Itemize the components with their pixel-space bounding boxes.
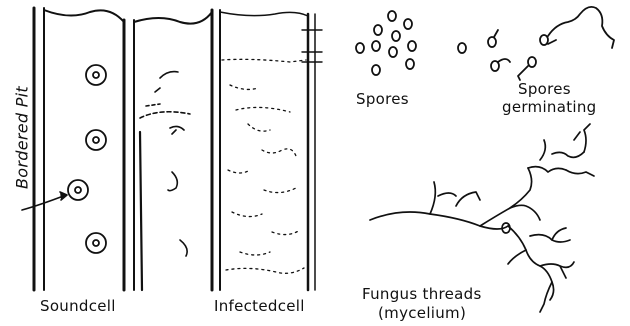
bordered-pits [68,65,106,253]
infected-cell-tick-marks [302,30,322,62]
spores-germinating-label-line2: germinating [502,98,597,116]
bordered-pit [86,65,106,85]
spore [392,31,400,41]
infected-cell-label: Infectedcell [214,297,305,315]
spore [374,25,382,35]
spore [406,59,414,69]
fungus-mycelium [370,124,594,312]
spore [356,43,364,53]
middle-cell-marks [140,72,190,290]
spore [388,11,396,21]
bordered-pit [86,233,106,253]
spore [404,19,412,29]
bordered-pit [68,180,88,200]
spore [408,41,416,51]
fungus-threads-label-line2: (mycelium) [378,304,466,322]
germinating-spores [458,7,614,80]
spores-label: Spores [356,90,409,108]
bordered-pit-label: Bordered Pit [13,78,32,198]
fungus-threads-label-line1: Fungus threads [362,285,482,303]
bordered-pit [86,130,106,150]
infected-cell-hyphae [222,59,306,273]
cell-walls [34,8,315,290]
spore [389,47,397,57]
spore [372,65,380,75]
spores-cluster [356,11,416,75]
spores-germinating-label-line1: Spores [518,80,571,98]
sound-cell-label: Soundcell [40,297,116,315]
spore [372,41,380,51]
